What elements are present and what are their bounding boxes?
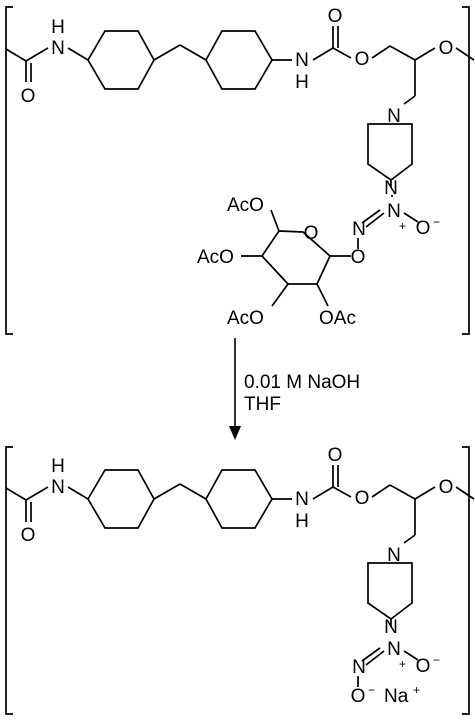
atom-O: O [416,218,431,239]
acetoxy-label: AcO [227,195,264,216]
atom-H: H [51,456,65,477]
condition-solvent: THF [244,394,281,415]
acetoxy-label: AcO [227,308,264,329]
atom-N: N [51,477,65,498]
atom-H: H [295,511,309,532]
atom-N: N [352,219,366,240]
atom-O: O [304,223,319,244]
charge-minus: − [368,683,375,697]
atom-N: N [295,489,309,510]
atom-O: O [351,686,366,707]
atom-O: O [355,49,370,70]
left-bracket-top [5,6,13,335]
charge-plus: + [399,219,406,233]
atom-N: N [295,50,309,71]
atom-H: H [51,17,65,38]
charge-minus: − [433,653,440,667]
atom-O: O [439,477,454,498]
atom-O: O [21,525,36,546]
reactant-labels: N H O N H O O O N N N + O − N O O AcO Ac… [21,6,454,329]
atom-O: O [328,6,343,27]
acetoxy-label: OAc [319,308,356,329]
atom-O: O [416,656,431,677]
arrow-head [229,426,241,440]
atom-N: N [387,106,401,127]
condition-reagent: 0.01 M NaOH [244,372,360,393]
atom-N: N [51,38,65,59]
left-bracket-bottom [5,446,13,715]
atom-N: N [384,617,398,638]
reaction-arrow: 0.01 M NaOH THF [229,338,360,440]
atom-O: O [355,488,370,509]
atom-N: N [384,178,398,199]
product-structure [5,446,475,715]
atom-H: H [295,72,309,93]
right-bracket-bottom [462,446,470,715]
right-bracket-top [462,6,470,335]
charge-plus: + [413,683,420,697]
sodium-label: Na [384,686,409,707]
atom-N: N [387,201,401,222]
product-labels: N H O N H O O O N N N + O − N O − Na + [21,445,454,707]
atom-N: N [352,657,366,678]
atom-O: O [439,38,454,59]
charge-plus: + [399,657,406,671]
atom-N: N [387,639,401,660]
acetoxy-label: AcO [197,247,234,268]
atom-O: O [351,247,366,268]
charge-minus: − [433,215,440,229]
atom-O: O [21,86,36,107]
reactant-structure [5,6,475,335]
atom-O: O [328,445,343,466]
atom-N: N [387,545,401,566]
